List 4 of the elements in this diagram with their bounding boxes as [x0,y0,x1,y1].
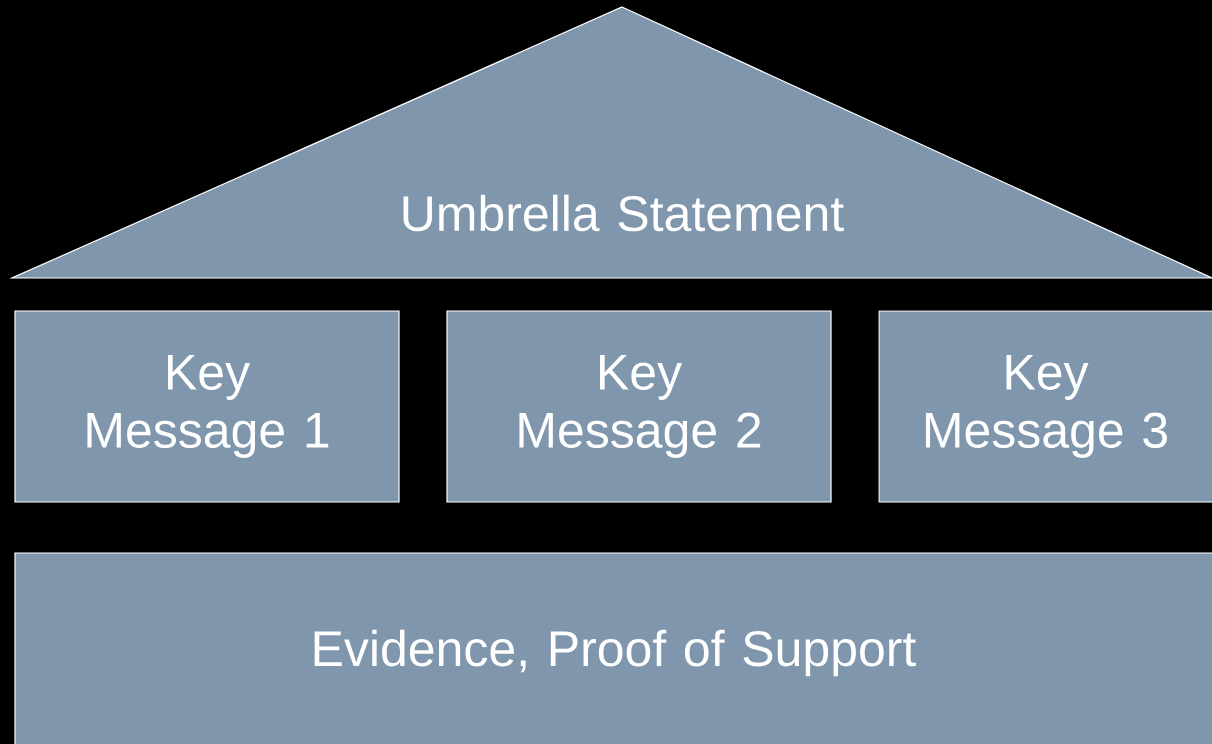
message-box: Key Message 2 [446,310,832,503]
message-box: Key Message 3 [878,310,1212,503]
message-box: Key Message 1 [14,310,400,503]
message-box: Evidence, Proof of Support [14,552,1212,744]
